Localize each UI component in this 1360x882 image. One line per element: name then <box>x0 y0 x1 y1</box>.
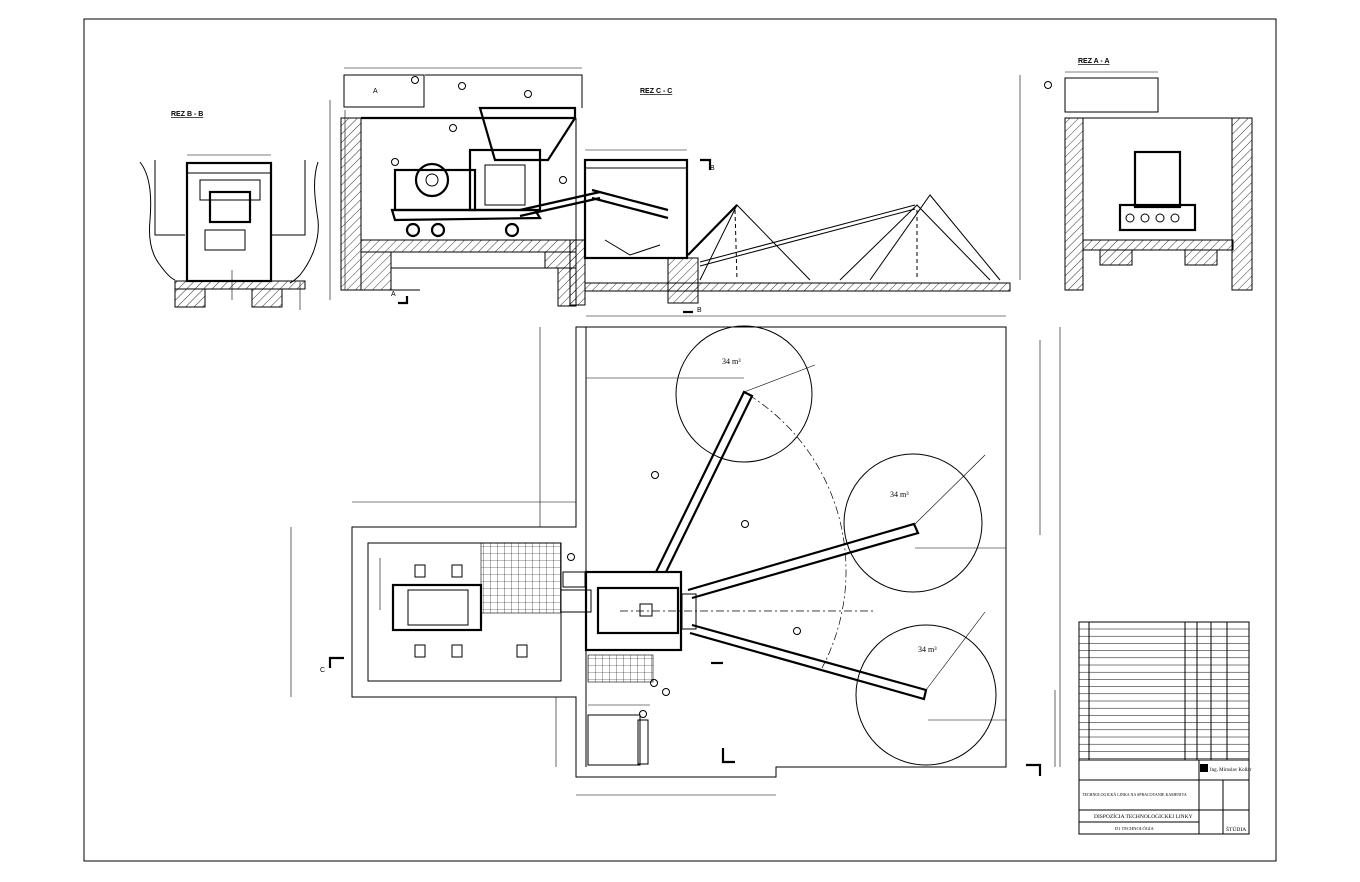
section-aa-title: REZ A - A <box>1078 58 1110 65</box>
pile-label-2: 34 m³ <box>890 490 909 499</box>
section-main-view: A A <box>329 67 601 307</box>
cut-mark-c: C <box>320 667 325 674</box>
title-block-author: Ing. Miroslav Kollár <box>1210 768 1252 773</box>
section-cc-view: REZ C - C B B <box>569 75 1021 314</box>
sheet-border <box>83 18 1277 862</box>
section-cc-title: REZ C - C <box>640 88 672 95</box>
cut-mark-b-bottom: B <box>697 307 702 314</box>
title-block-phase: ŠTÚDIA <box>1226 825 1246 833</box>
pile-label-3: 34 m³ <box>918 645 937 654</box>
pile-label-1: 34 m³ <box>722 357 741 366</box>
section-bb-view: REZ B - B <box>139 111 319 310</box>
plan-view: 34 m³ 34 m³ 34 m³ C <box>290 315 1061 796</box>
title-block: Ing. Miroslav Kollár TECHNOLOGICKÁ LINKA… <box>1078 621 1252 835</box>
cut-mark-a-bottom: A <box>391 291 396 298</box>
cut-mark-a-top: A <box>373 88 378 95</box>
section-bb-title: REZ B - B <box>171 111 203 118</box>
title-block-part: D1 TECHNOLÓGIA <box>1115 826 1155 831</box>
title-block-project: TECHNOLOGICKÁ LINKA NA SPRACOVANIE KAMEN… <box>1082 792 1187 797</box>
cut-mark-b-top: B <box>710 165 715 172</box>
title-block-drawing-name: DISPOZÍCIA TECHNOLOGICKEJ LINKY <box>1094 812 1193 820</box>
section-aa-view: REZ A - A <box>1044 58 1253 291</box>
